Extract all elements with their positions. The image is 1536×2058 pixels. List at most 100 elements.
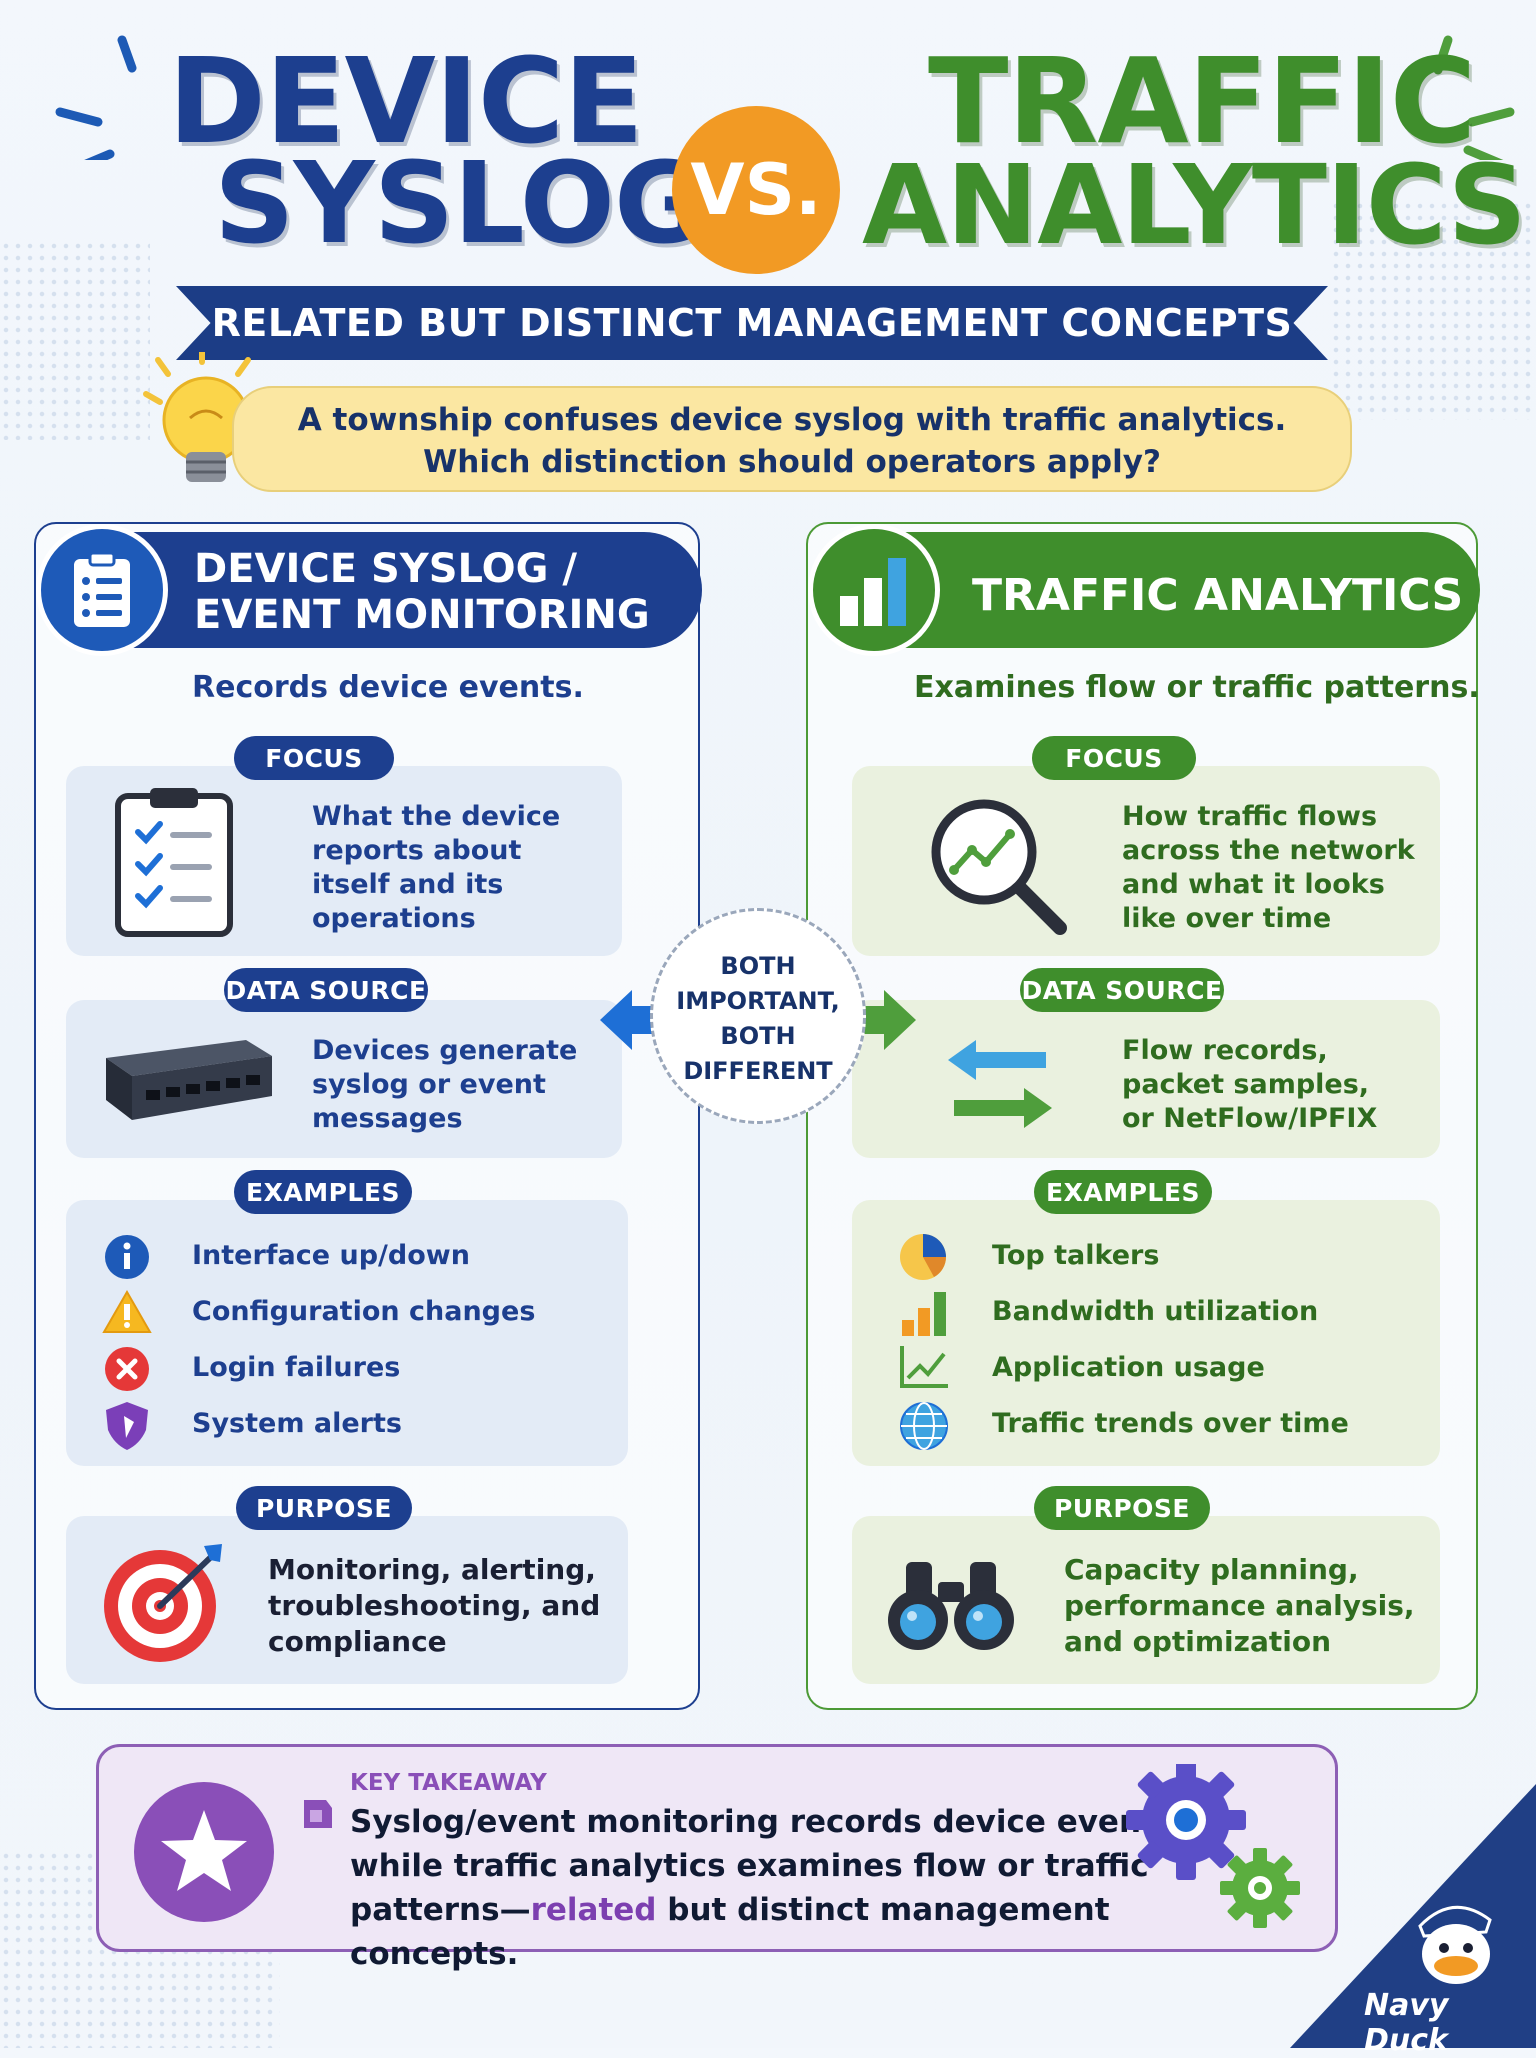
burst-lines-icon <box>1433 35 1515 160</box>
traffic-focus-line: across the network <box>1122 835 1415 866</box>
takeaway-line: while traffic analytics examines flow or… <box>350 1848 1149 1884</box>
clipboard-checklist-icon <box>115 788 233 937</box>
title-left-line1: DEVICE <box>168 32 644 170</box>
syslog-example-item: Interface up/down <box>192 1240 470 1271</box>
syslog-purpose-line: Monitoring, alerting, <box>268 1553 596 1586</box>
traffic-purpose-label: PURPOSE <box>1034 1486 1210 1530</box>
traffic-purpose-text: Capacity planning, performance analysis,… <box>1064 1552 1415 1660</box>
info-icon <box>105 1235 149 1279</box>
syslog-purpose-text: Monitoring, alerting, troubleshooting, a… <box>268 1552 600 1660</box>
traffic-datasource-text: Flow records, packet samples, or NetFlow… <box>1122 1034 1377 1136</box>
comparison-line: DIFFERENT <box>683 1057 833 1085</box>
line-chart-icon <box>900 1346 948 1388</box>
traffic-datasource-card <box>852 1000 1440 1158</box>
pie-chart-icon <box>900 1234 946 1280</box>
syslog-example-item: System alerts <box>192 1408 402 1439</box>
takeaway-line: patterns—related but distinct management… <box>350 1888 1250 1976</box>
traffic-subtitle: Examines flow or traffic patterns. <box>914 670 1480 705</box>
syslog-focus-line: itself and its <box>312 869 504 900</box>
error-x-icon <box>105 1347 149 1391</box>
bar-chart-icon <box>840 558 906 626</box>
right-arrow-icon <box>860 990 916 1050</box>
traffic-focus-line: How traffic flows <box>1122 801 1378 832</box>
traffic-purpose-line: Capacity planning, <box>1064 1553 1359 1586</box>
traffic-example-item: Top talkers <box>992 1240 1160 1271</box>
traffic-purpose-line: and optimization <box>1064 1625 1331 1658</box>
syslog-subtitle: Records device events. <box>192 670 584 705</box>
key-takeaway-box <box>96 1744 1338 1952</box>
duck-mascot-icon <box>1418 1906 1492 1984</box>
traffic-datasource-line: Flow records, <box>1122 1035 1328 1066</box>
burst-lines-icon <box>55 35 137 160</box>
vs-badge: VS. <box>672 106 840 274</box>
syslog-header-badge <box>36 524 168 656</box>
key-takeaway-text: Syslog/event monitoring records device e… <box>350 1800 1250 1976</box>
syslog-focus-line: operations <box>312 903 476 934</box>
traffic-header-bar: TRAFFIC ANALYTICS <box>880 532 1480 648</box>
takeaway-text-segment: but distinct management concepts. <box>350 1892 1110 1972</box>
halftone-decoration <box>1330 200 1536 420</box>
syslog-focus-line: reports about <box>312 835 522 866</box>
traffic-example-item: Bandwidth utilization <box>992 1296 1319 1327</box>
magnifier-chart-icon <box>931 799 1067 935</box>
comparison-line: IMPORTANT, <box>676 987 840 1015</box>
traffic-header-text: TRAFFIC ANALYTICS <box>972 570 1464 621</box>
binoculars-icon <box>888 1562 1014 1650</box>
syslog-header-bar: DEVICE SYSLOG / EVENT MONITORING <box>110 532 702 648</box>
bar-chart-icon <box>902 1292 946 1336</box>
globe-icon <box>900 1402 948 1450</box>
syslog-examples-card <box>66 1200 628 1466</box>
clipboard-list-icon <box>74 551 130 627</box>
syslog-focus-label: FOCUS <box>234 736 394 780</box>
syslog-header-line2: EVENT MONITORING <box>194 592 650 638</box>
lightbulb-icon <box>143 352 251 482</box>
syslog-datasource-line: syslog or event <box>312 1069 546 1100</box>
shield-alert-icon <box>106 1402 148 1450</box>
star-icon <box>134 1782 274 1922</box>
syslog-purpose-line: compliance <box>268 1625 447 1658</box>
question-line1: A township confuses device syslog with t… <box>297 402 1287 438</box>
traffic-examples-card <box>852 1200 1440 1466</box>
traffic-focus-label: FOCUS <box>1032 736 1196 780</box>
title-right-line1: TRAFFIC <box>928 32 1476 170</box>
key-takeaway-label: KEY TAKEAWAY <box>350 1770 547 1796</box>
target-icon <box>104 1544 222 1662</box>
comparison-badge: BOTH IMPORTANT, BOTH DIFFERENT <box>650 908 866 1124</box>
syslog-datasource-line: Devices generate <box>312 1035 578 1066</box>
syslog-purpose-line: troubleshooting, and <box>268 1589 601 1622</box>
traffic-datasource-line: or NetFlow/IPFIX <box>1122 1103 1378 1134</box>
scenario-question: A township confuses device syslog with t… <box>232 386 1352 492</box>
flag-icon <box>304 1800 332 1828</box>
syslog-examples-label: EXAMPLES <box>234 1170 412 1214</box>
network-switch-icon <box>106 1040 272 1120</box>
traffic-example-item: Application usage <box>992 1352 1265 1383</box>
comparison-line: BOTH <box>720 952 796 980</box>
traffic-focus-line: like over time <box>1122 903 1332 934</box>
traffic-example-item: Traffic trends over time <box>992 1408 1349 1439</box>
flow-arrows-icon <box>948 1040 1052 1128</box>
gears-icon <box>1126 1764 1300 1928</box>
syslog-datasource-label: DATA SOURCE <box>224 968 428 1012</box>
syslog-header-line1: DEVICE SYSLOG / <box>194 546 577 592</box>
left-arrow-icon <box>600 990 656 1050</box>
takeaway-highlight: related <box>530 1892 657 1928</box>
title-right-line2: ANALYTICS <box>862 141 1527 269</box>
takeaway-text-segment: patterns— <box>350 1892 531 1928</box>
traffic-focus-line: and what it looks <box>1122 869 1385 900</box>
subtitle-banner: RELATED BUT DISTINCT MANAGEMENT CONCEPTS <box>176 286 1328 360</box>
syslog-focus-text: What the device reports about itself and… <box>312 800 560 936</box>
syslog-focus-line: What the device <box>312 801 561 832</box>
comparison-line: BOTH <box>720 1022 796 1050</box>
halftone-decoration <box>0 240 150 440</box>
warning-icon <box>102 1290 152 1333</box>
traffic-datasource-label: DATA SOURCE <box>1020 968 1224 1012</box>
takeaway-line: Syslog/event monitoring records device e… <box>350 1804 1187 1840</box>
traffic-header-badge <box>808 524 940 656</box>
title-left-line2: SYSLOG <box>214 139 706 269</box>
syslog-datasource-line: messages <box>312 1103 463 1134</box>
traffic-examples-label: EXAMPLES <box>1034 1170 1212 1214</box>
traffic-purpose-line: performance analysis, <box>1064 1589 1415 1622</box>
syslog-example-item: Login failures <box>192 1352 401 1383</box>
syslog-example-item: Configuration changes <box>192 1296 536 1327</box>
traffic-focus-text: How traffic flows across the network and… <box>1122 800 1415 936</box>
